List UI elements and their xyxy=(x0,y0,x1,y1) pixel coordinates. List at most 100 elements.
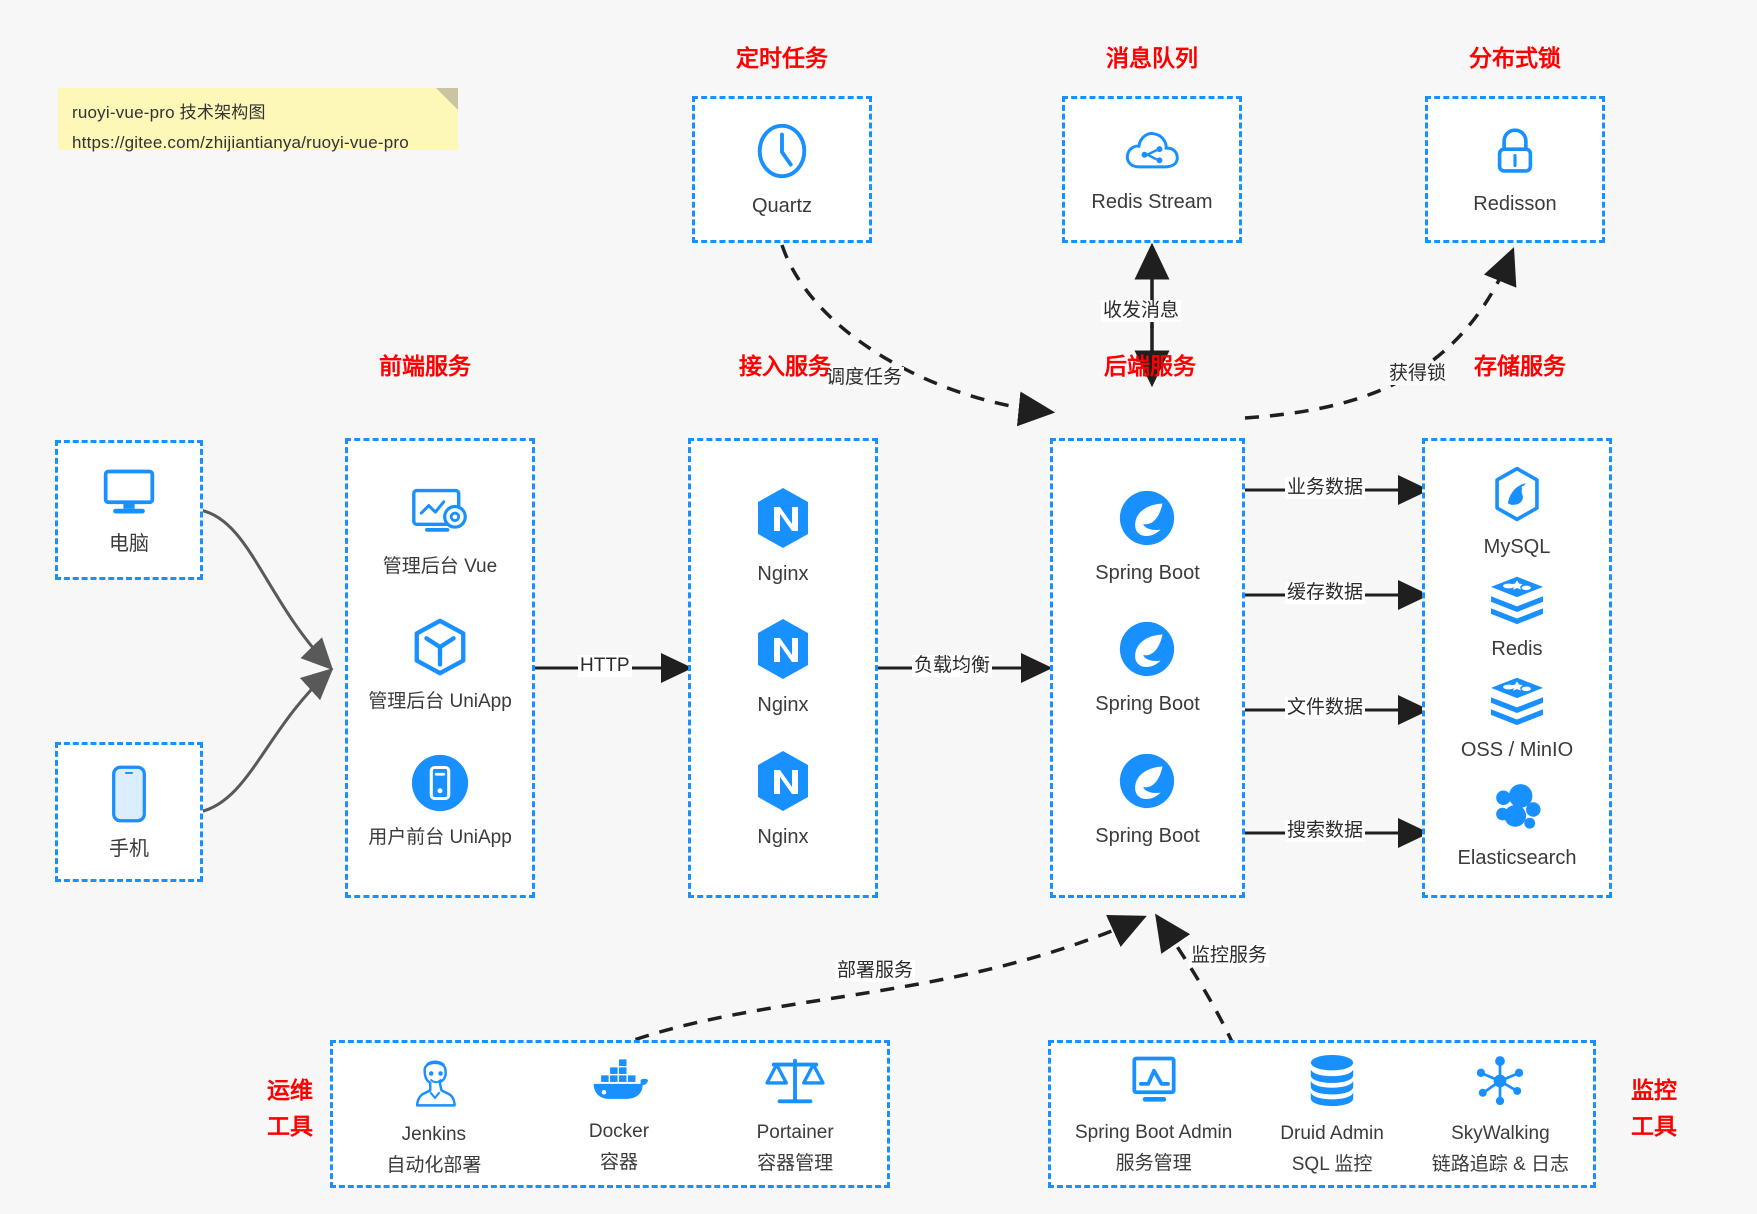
clock-icon xyxy=(751,120,813,187)
edge-label-file-data: 文件数据 xyxy=(1285,697,1366,719)
node-redisson[interactable]: Redisson xyxy=(1473,122,1557,217)
group-title-devops-line2: 工具 xyxy=(267,1113,313,1139)
node-label: SkyWalking xyxy=(1451,1122,1550,1144)
redis-icon xyxy=(1487,573,1547,630)
node-label: Jenkins xyxy=(401,1123,467,1145)
group-title-scheduled-task: 定时任务 xyxy=(736,45,828,71)
node-nginx-2[interactable]: Nginx xyxy=(753,617,813,718)
cube-icon xyxy=(409,616,471,683)
node-label: Spring Boot Admin xyxy=(1074,1121,1233,1143)
group-storage: MySQL Redis xyxy=(1422,438,1612,898)
node-label: 管理后台 Vue xyxy=(382,556,498,578)
oss-icon xyxy=(1487,674,1547,731)
node-label: 电脑 xyxy=(109,532,149,555)
group-title-gateway: 接入服务 xyxy=(739,353,831,379)
node-label: OSS / MinIO xyxy=(1460,739,1574,762)
spring-boot-icon xyxy=(1116,750,1178,817)
edge-label-lock: 获得锁 xyxy=(1387,363,1449,385)
node-admin-uniapp[interactable]: 管理后台 UniApp xyxy=(368,616,512,715)
dashboard-gear-icon xyxy=(408,485,472,548)
node-skywalking[interactable]: SkyWalking 链路追踪 & 日志 xyxy=(1432,1052,1569,1177)
group-frontend: 管理后台 Vue 管理后台 UniApp 用户前台 UniApp xyxy=(345,438,535,898)
spring-boot-icon xyxy=(1116,487,1178,554)
note-title: ruoyi-vue-pro 技术架构图 xyxy=(72,103,266,122)
node-label: Redisson xyxy=(1473,193,1557,215)
node-label: Spring Boot xyxy=(1095,693,1200,716)
nginx-icon xyxy=(753,617,813,686)
edge-label-deploy: 部署服务 xyxy=(835,960,916,982)
node-label: Elasticsearch xyxy=(1457,846,1577,869)
node-sublabel: 容器管理 xyxy=(757,1152,834,1174)
node-redis-stream[interactable]: Redis Stream xyxy=(1091,124,1213,215)
node-label: Nginx xyxy=(757,563,809,586)
node-portainer[interactable]: Portainer 容器管理 xyxy=(757,1053,834,1176)
group-devops-tools: Jenkins 自动化部署 Docker 容器 xyxy=(330,1040,890,1188)
desktop-icon xyxy=(99,464,159,525)
node-label: Redis Stream xyxy=(1091,191,1213,213)
nginx-icon xyxy=(753,486,813,555)
spring-boot-icon xyxy=(1116,618,1178,685)
node-label: MySQL xyxy=(1483,536,1551,559)
nginx-icon xyxy=(753,749,813,818)
node-admin-vue[interactable]: 管理后台 Vue xyxy=(383,485,497,580)
node-sublabel: 服务管理 xyxy=(1115,1152,1192,1174)
node-redis[interactable]: Redis xyxy=(1487,573,1547,662)
node-label: 管理后台 UniApp xyxy=(368,691,512,713)
group-message-queue: Redis Stream xyxy=(1062,96,1242,243)
note-fold-corner xyxy=(436,88,458,110)
node-quartz[interactable]: Quartz xyxy=(751,120,813,219)
node-label: Nginx xyxy=(757,694,809,717)
group-title-monitor-line1: 监控 xyxy=(1631,1077,1677,1103)
group-client-desktop: 电脑 xyxy=(55,440,203,580)
node-spring-boot-1[interactable]: Spring Boot xyxy=(1095,487,1200,586)
node-label: Spring Boot xyxy=(1095,562,1200,585)
group-title-monitor-line2: 工具 xyxy=(1631,1113,1677,1139)
node-spring-boot-2[interactable]: Spring Boot xyxy=(1095,618,1200,717)
node-sublabel: 容器 xyxy=(599,1151,638,1173)
node-oss-minio[interactable]: OSS / MinIO xyxy=(1461,674,1573,763)
node-label: Docker xyxy=(588,1120,650,1142)
node-user-uniapp[interactable]: 用户前台 UniApp xyxy=(368,752,512,851)
node-sublabel: SQL 监控 xyxy=(1291,1153,1373,1175)
edge-label-http: HTTP xyxy=(578,655,632,677)
node-label: Druid Admin xyxy=(1280,1122,1384,1144)
node-label: 用户前台 UniApp xyxy=(368,826,512,848)
group-monitor-tools: Spring Boot Admin 服务管理 Druid Admin SQL 监… xyxy=(1048,1040,1596,1188)
node-desktop[interactable]: 电脑 xyxy=(99,464,159,557)
diagram-note: ruoyi-vue-pro 技术架构图 https://gitee.com/zh… xyxy=(58,88,458,152)
node-label: Portainer xyxy=(756,1121,834,1143)
node-spring-boot-admin[interactable]: Spring Boot Admin 服务管理 xyxy=(1075,1053,1232,1176)
group-client-phone: 手机 xyxy=(55,742,203,882)
node-label: Quartz xyxy=(751,195,813,217)
edge-label-schedule: 调度任务 xyxy=(824,367,905,389)
node-label: 手机 xyxy=(109,837,149,860)
elasticsearch-icon xyxy=(1488,776,1546,839)
group-title-devops-line1: 运维 xyxy=(267,1077,313,1103)
group-gateway: Nginx Nginx Nginx xyxy=(688,438,878,898)
group-title-message-queue: 消息队列 xyxy=(1106,45,1198,71)
node-spring-boot-3[interactable]: Spring Boot xyxy=(1095,750,1200,849)
node-elasticsearch[interactable]: Elasticsearch xyxy=(1457,776,1577,871)
node-phone[interactable]: 手机 xyxy=(107,763,151,862)
node-label: Redis xyxy=(1491,637,1543,660)
edge-label-monitor: 监控服务 xyxy=(1189,945,1270,967)
node-label: Spring Boot xyxy=(1095,824,1200,847)
node-druid-admin[interactable]: Druid Admin SQL 监控 xyxy=(1280,1052,1384,1177)
node-docker[interactable]: Docker 容器 xyxy=(588,1054,650,1175)
monitor-chart-icon xyxy=(1124,1053,1184,1114)
node-nginx-1[interactable]: Nginx xyxy=(753,486,813,587)
group-title-storage: 存储服务 xyxy=(1474,353,1566,379)
node-nginx-3[interactable]: Nginx xyxy=(753,749,813,850)
cloud-stream-icon xyxy=(1122,124,1182,183)
edge-label-business-data: 业务数据 xyxy=(1285,477,1366,499)
note-url: https://gitee.com/zhijiantianya/ruoyi-vu… xyxy=(72,133,409,152)
jenkins-icon xyxy=(404,1051,464,1116)
edge-label-search-data: 搜索数据 xyxy=(1285,820,1366,842)
mobile-app-icon xyxy=(409,752,471,819)
edge-label-cache-data: 缓存数据 xyxy=(1285,582,1366,604)
node-mysql[interactable]: MySQL xyxy=(1483,465,1551,560)
group-title-backend: 后端服务 xyxy=(1104,353,1196,379)
group-scheduled-task: Quartz xyxy=(692,96,872,243)
node-jenkins[interactable]: Jenkins 自动化部署 xyxy=(386,1051,481,1178)
group-title-distributed-lock: 分布式锁 xyxy=(1469,45,1561,71)
